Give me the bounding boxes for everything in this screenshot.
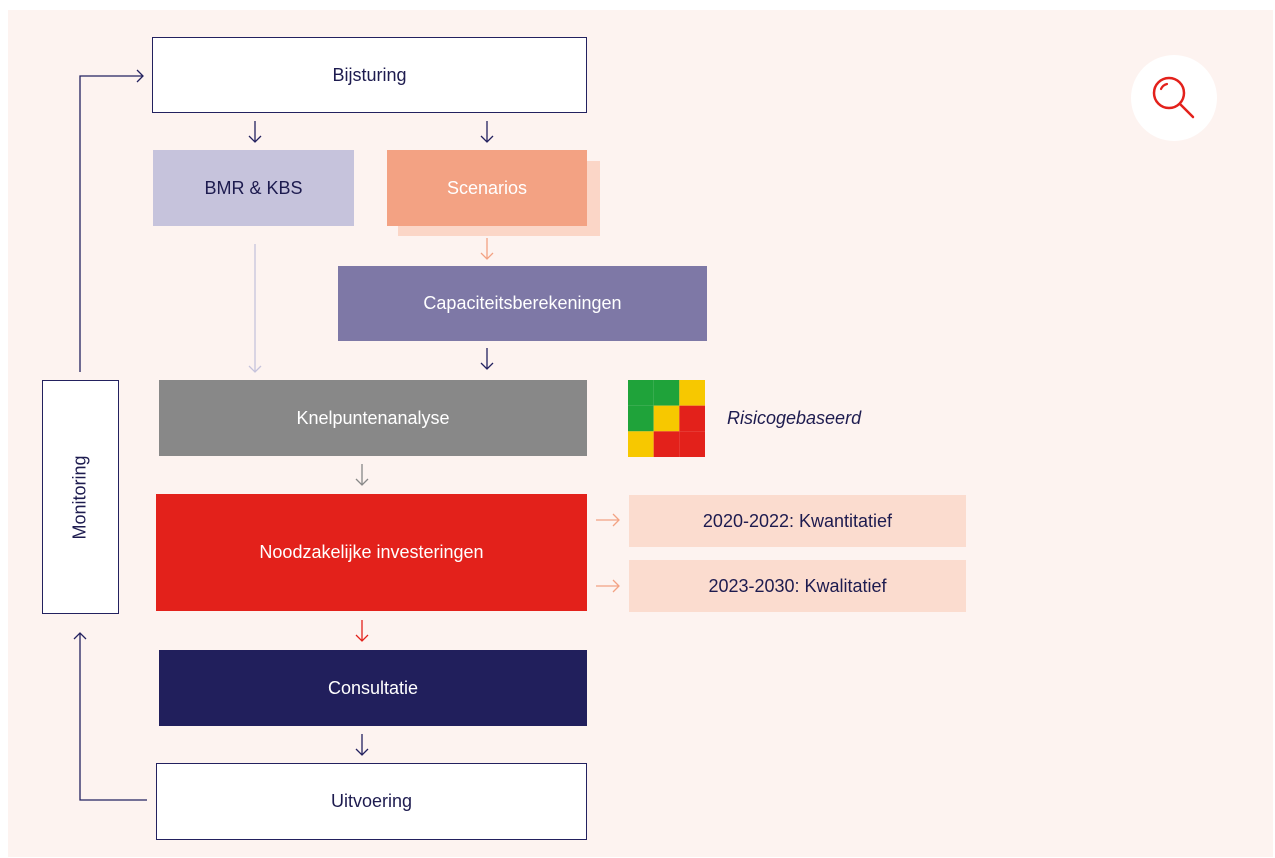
step-uitvoering: Uitvoering [156,763,587,840]
risk-cell [679,380,705,406]
risicogebaseerd-label: Risicogebaseerd [727,408,862,428]
step-noodzakelijke-investeringen-label: Noodzakelijke investeringen [259,542,484,562]
arrow-bmr-knelpunten [248,244,262,373]
risk-cell [628,380,654,406]
arrow-monitoring-bijsturing [79,69,144,372]
step-bmr-kbs-label: BMR & KBS [204,177,303,198]
step-knelpuntenanalyse: Knelpuntenanalyse [159,380,587,456]
arrow-uitvoering-monitoring [73,632,147,801]
step-noodzakelijke-investeringen: Noodzakelijke investeringen [156,494,587,611]
search-badge [1131,55,1217,141]
arrow-to-kwalitatief [596,579,620,593]
step-capaciteitsberekeningen-label: Capaciteitsberekeningen [423,293,622,313]
step-uitvoering-label: Uitvoering [330,791,413,811]
note-kwalitatief: 2023-2030: Kwalitatief [629,560,966,612]
step-capaciteitsberekeningen: Capaciteitsberekeningen [338,266,707,341]
risk-cell [653,405,680,432]
arrow-noodzakelijke-consultatie [355,620,369,642]
step-monitoring-label: Monitoring [70,454,91,540]
step-scenarios: Scenarios [387,150,587,226]
arrow-knelpunten-noodzakelijke [355,464,369,486]
note-kwantitatief: 2020-2022: Kwantitatief [629,495,966,547]
step-bmr-kbs: BMR & KBS [153,150,354,226]
step-scenarios-label: Scenarios [446,177,528,198]
arrow-to-kwantitatief [596,513,620,527]
arrow-consultatie-uitvoering [355,734,369,756]
risk-matrix-icon [628,380,705,457]
risk-cell [653,380,680,406]
arrow-scenarios-capaciteit [480,238,494,260]
arrow-bijsturing-scenarios [480,121,494,143]
step-bijsturing: Bijsturing [152,37,587,113]
note-kwalitatief-label: 2023-2030: Kwalitatief [708,575,887,596]
risk-cell [653,431,680,457]
step-knelpuntenanalyse-label: Knelpuntenanalyse [296,407,450,428]
risk-cell [628,431,654,457]
risk-cell [679,405,705,432]
risk-cell [628,405,654,432]
note-kwantitatief-label: 2020-2022: Kwantitatief [702,510,893,531]
step-bijsturing-label: Bijsturing [332,64,407,85]
step-monitoring: Monitoring [42,380,119,614]
step-consultatie: Consultatie [159,650,587,726]
arrow-bijsturing-bmr [248,121,262,143]
magnifier-icon [1152,76,1195,119]
arrow-capaciteit-knelpunten [480,348,494,370]
step-consultatie-label: Consultatie [327,677,419,698]
risk-cell [679,431,705,457]
